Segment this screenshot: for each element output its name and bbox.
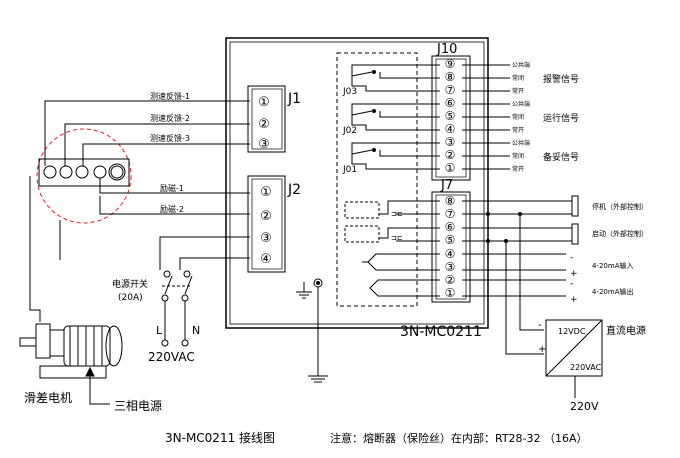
j10-contact-6: 公共端 [512,100,530,108]
j10-terminal-6: ⑥ [445,96,456,110]
alarm-signal-label: 报警信号 [543,73,579,85]
line-label: L [156,324,163,337]
minus-output: - [570,279,573,289]
j2-terminal-3: ③ [260,231,272,246]
ready-signal-label: 备妥信号 [543,151,579,163]
j10-contact-1: 常开 [512,165,524,173]
svg-text:⊐⊏: ⊐⊏ [391,234,403,242]
j10-contact-9: 公共端 [512,61,530,69]
relay-j01-label: J01 [342,165,357,175]
j10-terminal-4: ④ [445,122,456,136]
relay-contacts [351,64,510,170]
caption-title: 3N-MC0211 接线图 [165,430,275,445]
feedback-wire-3-label: 测速反馈-3 [150,133,190,143]
power-switch-rating: (20A) [118,293,143,303]
j10-terminal-5: ⑤ [445,109,456,123]
opto-couplers: ⊐⊏ ⊐⊏ [344,200,440,297]
j7-terminal-7: ⑦ [445,207,456,221]
j10-label: J10 [436,42,457,57]
j7-terminal-5: ⑤ [445,233,456,247]
power-switch [159,236,250,347]
j7-terminal-block: J7 ⑧ ⑦ ⑥ ⑤ ④ ③ ② ① [431,178,471,303]
input-4-20ma-label: 4-20mA输入 [592,261,634,270]
stop-label: 停机（外部控制） [592,202,648,211]
minus-input: - [570,253,573,263]
relay-j02-label: J02 [342,126,357,136]
start-label: 启动（外部控制） [592,229,648,238]
j7-external-wires [462,195,579,355]
j1-terminal-block: J1 ① ② ③ [247,85,301,153]
j1-label: J1 [287,91,301,107]
j2-label: J2 [287,182,301,198]
j7-terminal-6: ⑥ [445,220,456,234]
dc-plus: + [538,344,546,355]
j7-terminal-1: ① [445,286,456,300]
feedback-wires [29,100,250,322]
mains-voltage-label: 220VAC [148,350,195,364]
j10-contact-2: 常闭 [512,152,524,160]
supply-voltage-label: 220V [570,400,599,413]
j10-contact-7: 常开 [512,87,524,95]
j10-terminal-7: ⑦ [445,83,456,97]
j10-terminal-9: ⑨ [445,57,456,71]
excitation-wire-2-label: 励磁-2 [160,204,184,214]
j1-terminal-2: ② [258,117,270,132]
j7-terminal-4: ④ [445,247,456,261]
power-switch-label: 电源开关 [112,278,148,290]
output-4-20ma-label: 4-20mA输出 [592,287,634,296]
j10-contact-5: 常闭 [512,113,524,121]
j10-terminal-1: ① [445,161,456,175]
j7-terminal-3: ③ [445,260,456,274]
j10-contact-8: 常闭 [512,74,524,82]
j10-terminal-8: ⑧ [445,70,456,84]
j10-terminal-block: J10 ⑨ ⑧ ⑦ ⑥ ⑤ ④ ③ ② ① [431,42,471,181]
relay-j03-label: J03 [342,87,357,97]
j7-terminal-8: ⑧ [445,194,456,208]
dc-power-supply [545,319,603,398]
controller-model: 3N-MC0211 [400,324,482,340]
caption-note: 注意：熔断器（保险丝）在内部：RT28-32 （16A） [330,431,588,445]
plus-output: + [570,295,578,305]
dc-minus: - [538,320,542,331]
j10-contact-4: 常开 [512,126,524,134]
feedback-connector [36,128,132,224]
three-phase-label: 三相电源 [114,399,162,413]
j2-terminal-1: ① [260,185,272,200]
j1-terminal-3: ③ [258,137,270,152]
j2-terminal-2: ② [260,209,272,224]
svg-text:⊐⊏: ⊐⊏ [391,210,403,218]
j1-terminal-1: ① [258,95,270,110]
dc-supply-label: 直流电源 [606,324,646,337]
ground-icon [296,278,328,383]
j2-terminal-4: ④ [260,252,272,267]
run-signal-label: 运行信号 [543,112,579,124]
j10-contact-3: 公共端 [512,139,530,147]
plus-input: + [570,269,578,279]
neutral-label: N [192,324,200,337]
j10-terminal-3: ③ [445,135,456,149]
dc-input-label: 220VAC [570,363,602,372]
j2-terminal-block: J2 ① ② ③ ④ [247,175,301,273]
motor-label: 滑差电机 [24,391,72,405]
controller-box: 3N-MC0211 [225,37,489,340]
j7-terminal-2: ② [445,273,456,287]
feedback-wire-2-label: 测速反馈-2 [150,113,190,123]
dc-output-label: 12VDC [558,327,586,336]
slip-motor-icon [19,323,123,405]
j7-label: J7 [440,178,453,193]
j10-terminal-2: ② [445,148,456,162]
feedback-wire-1-label: 测速反馈-1 [150,91,190,101]
excitation-wire-1-label: 励磁-1 [160,183,184,193]
